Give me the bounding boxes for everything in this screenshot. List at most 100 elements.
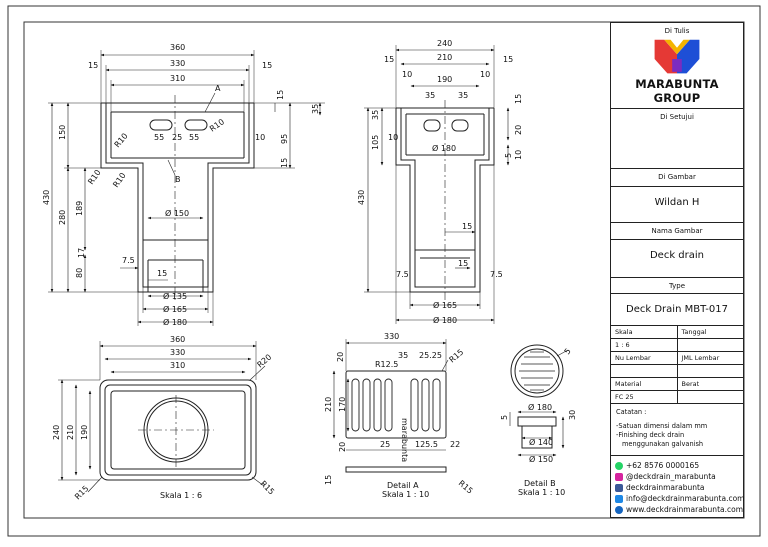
dim-side-10-left: 10 [402,70,412,79]
dim-side-240: 240 [437,39,452,48]
type-value: Deck Drain MBT-017 [626,304,728,315]
di-gambar-label: Di Gambar [658,173,696,181]
type-cell: Deck Drain MBT-017 [611,294,743,326]
dim-front-d165: Ø 165 [163,304,187,314]
dim-front-17: 17 [77,248,86,258]
dim-detail-a-25: 25 [380,440,390,449]
drawn-by-cell: Wildan H [611,187,743,223]
company-name: MARABUNTA GROUP [635,77,719,105]
side-section-dimension-labels: 240 210 190 15 15 10 10 35 35 15 35 20 1… [357,39,523,325]
dim-front-d150: Ø 150 [165,208,189,218]
notes-cell: Catatan : -Satuan dimensi dalam mm -Fini… [611,404,743,456]
dim-side-10: 10 [388,133,398,142]
marabunta-logo-icon [654,39,700,74]
web-icon [615,505,623,514]
dim-detail-a-r12-5: R12.5 [375,360,398,369]
dim-side-430: 430 [357,190,366,205]
front-section-view [48,50,325,326]
material-values: FC 25 [611,391,743,404]
dim-detail-b-30: 30 [568,410,577,420]
dim-detail-a-35: 35 [398,351,408,360]
detail-a-dimension-labels: 330 35 25.25 R12.5 R15 20 170 210 20 25 … [324,332,475,499]
dim-front-55-a: 55 [154,133,164,142]
dim-front-15-left: 15 [88,61,98,70]
contact-website[interactable]: www.deckdrainmarabunta.com [615,504,743,515]
dim-front-150: 150 [58,125,67,140]
note-finishing: -Finishing deck drain [616,431,685,439]
nu-lembar-value [611,365,677,377]
dim-front-r10-a: R10 [208,117,226,133]
dim-side-15-top: 15 [514,94,523,104]
dim-side-35-b: 35 [458,91,468,100]
dim-front-330: 330 [170,59,185,68]
phone-text: +62 8576 0000165 [626,461,700,470]
dim-front-r10-c: R10 [86,168,102,186]
berat-value [676,391,744,403]
contact-email[interactable]: info@deckdrainmarabunta.com [615,493,744,504]
berat-label: Berat [676,378,744,390]
dim-detail-b-5-top: 5 [563,347,573,357]
dim-front-55-b: 55 [189,133,199,142]
dim-front-15-b: 15 [280,158,289,168]
dim-side-15-b: 15 [458,259,468,268]
di-setujui-label: Di Setujui [660,113,694,121]
facebook-icon [615,483,623,492]
dim-side-190: 190 [437,75,452,84]
dim-detail-a-r15-top: R15 [448,348,466,365]
dim-plan-330: 330 [170,348,185,357]
company-cell: Di Tulis MARABUNTA GROUP [611,23,743,109]
contact-facebook[interactable]: deckdrainmarabunta [615,482,739,493]
dim-front-310: 310 [170,74,185,83]
contact-phone[interactable]: +62 8576 0000165 [615,460,739,471]
contact-list: +62 8576 0000165 @deckdrain_marabunta de… [611,456,744,519]
detail-b-dimension-labels: 5 Ø 180 5 30 Ø 140 Ø 150 Detail B Skala … [500,347,577,497]
dim-detail-a-170: 170 [338,397,347,412]
notes-title: Catatan : [616,408,647,416]
drawn-by-label-cell: Di Gambar [611,169,743,187]
dim-detail-b-d140: Ø 140 [529,437,553,447]
dim-front-25: 25 [172,133,182,142]
dim-detail-a-22: 22 [450,440,460,449]
dim-plan-r15-right: R15 [259,479,277,497]
detail-a-stamp: marabunta [400,418,409,462]
note-units: -Satuan dimensi dalam mm [616,422,708,430]
scale-date-values: 1 : 6 [611,339,743,352]
dim-front-35: 35 [311,104,320,114]
contact-instagram[interactable]: @deckdrain_marabunta [615,471,739,482]
facebook-text: deckdrainmarabunta [626,483,705,492]
detail-a-title: Detail A [387,481,419,490]
dim-side-15-a: 15 [462,222,472,231]
detail-b-strainer [509,344,569,457]
dim-front-15-top: 15 [276,90,285,100]
material-value: FC 25 [615,393,634,401]
dim-side-35-a: 35 [425,91,435,100]
dim-side-15-left: 15 [384,55,394,64]
dim-front-280: 280 [58,210,67,225]
dim-detail-a-r15-bottom: R15 [457,479,475,496]
company-logo: MARABUNTA GROUP [611,35,743,105]
plan-scale-label: Skala 1 : 6 [160,491,202,500]
dim-side-10-right: 10 [480,70,490,79]
material-header: Material Berat [611,378,743,391]
dim-front-d180: Ø 180 [163,317,187,327]
di-tulis-label: Di Tulis [664,27,690,35]
jml-lembar-label: JML Lembar [676,352,744,364]
outer-frame [7,5,761,537]
email-icon [615,494,623,503]
dim-side-7-5-left: 7.5 [396,270,409,279]
approval-cell: Di Setujui [611,109,743,169]
side-section-view [364,45,510,324]
dim-detail-a-15: 15 [324,475,333,485]
dim-side-10-b: 10 [514,150,523,160]
skala-label: Skala [615,328,633,336]
detail-a-grate [332,339,449,473]
drawing-name-cell: Deck drain [611,240,743,278]
label-detail-b: B [175,175,181,184]
type-label-cell: Type [611,278,743,294]
dim-front-360: 360 [170,43,185,52]
dim-detail-b-d150: Ø 150 [529,454,553,464]
email-text: info@deckdrainmarabunta.com [626,494,745,503]
dim-front-15-c: 15 [157,269,167,278]
